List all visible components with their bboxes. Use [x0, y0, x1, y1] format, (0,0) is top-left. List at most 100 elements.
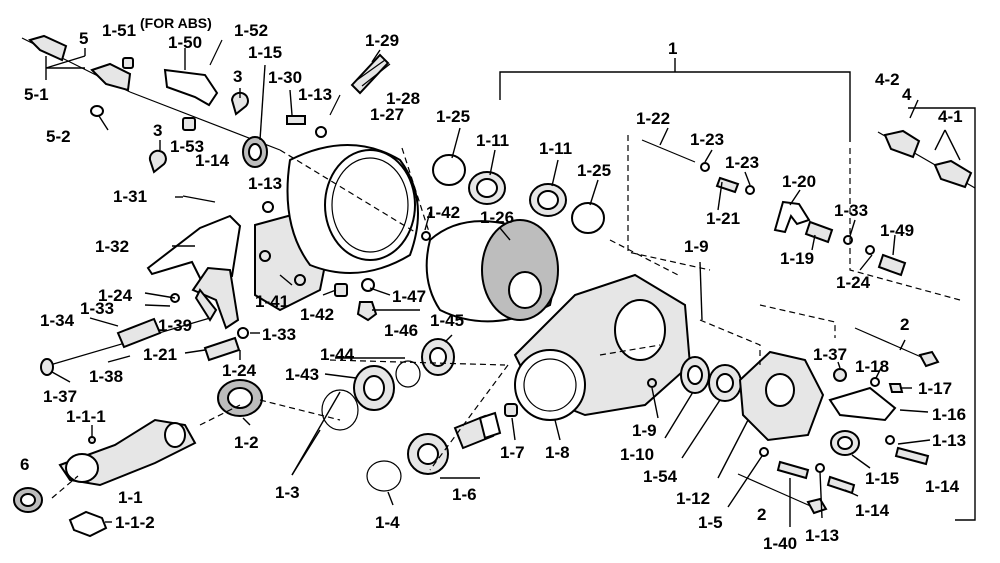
cover-1-16 [738, 350, 897, 456]
label-1-1-2: 1-1-2 [115, 513, 155, 532]
label-1-15-left: 1-15 [248, 43, 282, 62]
shaft-1-38 [40, 317, 249, 376]
label-1-42-top: 1-42 [426, 203, 460, 222]
label-1-22: 1-22 [636, 109, 670, 128]
bearings-right [680, 356, 742, 402]
label-1-18: 1-18 [855, 357, 889, 376]
label-1-42-bottom: 1-42 [300, 305, 334, 324]
label-1-11-right: 1-11 [539, 139, 572, 158]
label-1-9-bottom: 1-9 [632, 421, 657, 440]
ring-gear-1-26 [425, 219, 559, 323]
label-1-9-top: 1-9 [684, 237, 709, 256]
label-1-15-right: 1-15 [865, 469, 899, 488]
label-1-46: 1-46 [384, 321, 418, 340]
label-1-12: 1-12 [676, 489, 710, 508]
right-housing-1-8 [513, 273, 692, 421]
label-1-34: 1-34 [40, 311, 75, 330]
shift-fork-group [641, 139, 907, 277]
label-4: 4 [902, 85, 912, 104]
oil-seal-1-2 [217, 379, 263, 417]
label-1-14-right: 1-14 [925, 477, 960, 496]
label-1-25-right: 1-25 [577, 161, 611, 180]
label-1-54: 1-54 [643, 467, 678, 486]
label-1-4: 1-4 [375, 513, 400, 532]
bearings-top-center [432, 154, 605, 234]
label-1-28: 1-28 [386, 89, 420, 108]
bearing-group-left [321, 338, 455, 431]
label-1-51: 1-51 [102, 21, 136, 40]
axle-shaft-5 [21, 34, 281, 151]
label-1-31: 1-31 [113, 187, 147, 206]
label-1-38: 1-38 [89, 367, 123, 386]
label-1-13-mid: 1-13 [248, 174, 282, 193]
label-1: 1 [668, 39, 677, 58]
label-1-25-left: 1-25 [436, 107, 470, 126]
label-1-24-right: 1-24 [836, 273, 871, 292]
callout-labels: 1 2 2 3 3 4 4-1 4-2 5 5-1 5-2 6 1-1 1-1-… [20, 15, 966, 553]
label-1-10: 1-10 [620, 445, 654, 464]
label-1-17: 1-17 [918, 379, 952, 398]
label-1-13-right: 1-13 [932, 431, 966, 450]
label-1-33-left: 1-33 [80, 299, 114, 318]
label-1-24-left: 1-24 [98, 286, 133, 305]
left-housing-1-41 [254, 144, 419, 312]
label-1-7: 1-7 [500, 443, 525, 462]
stay-1-32 [146, 195, 242, 330]
pinion-group [366, 403, 518, 492]
label-1-40: 1-40 [763, 534, 797, 553]
assembly-1-bracket [499, 58, 976, 521]
label-5-1: 5-1 [24, 85, 49, 104]
label-2-top: 2 [900, 315, 909, 334]
label-1-49: 1-49 [880, 221, 914, 240]
label-1-6: 1-6 [452, 485, 477, 504]
label-4-2: 4-2 [875, 70, 900, 89]
label-1-27: 1-27 [370, 105, 404, 124]
label-1-23-right: 1-23 [725, 153, 759, 172]
label-1-13-bottom: 1-13 [805, 526, 839, 545]
label-1-32: 1-32 [95, 237, 129, 256]
label-for-abs: (FOR ABS) [140, 15, 212, 31]
label-1-24-mid: 1-24 [222, 361, 257, 380]
label-1-26: 1-26 [480, 208, 514, 227]
label-1-11-left: 1-11 [476, 131, 509, 150]
label-1-33-right: 1-33 [834, 201, 868, 220]
label-1-14-bottom: 1-14 [855, 501, 890, 520]
label-1-37-right: 1-37 [813, 345, 847, 364]
label-1-33-mid: 1-33 [262, 325, 296, 344]
label-1-19: 1-19 [780, 249, 814, 268]
axle-shaft-4 [877, 129, 976, 189]
label-1-20: 1-20 [782, 172, 816, 191]
label-1-41: 1-41 [255, 292, 289, 311]
label-1-43: 1-43 [285, 365, 319, 384]
label-1-14-left: 1-14 [195, 151, 230, 170]
leader-lines [45, 48, 961, 527]
label-1-3: 1-3 [275, 483, 300, 502]
label-1-23-left: 1-23 [690, 130, 724, 149]
label-4-1: 4-1 [938, 107, 963, 126]
label-1-53: 1-53 [170, 137, 204, 156]
label-1-45: 1-45 [430, 311, 464, 330]
label-1-21-top: 1-21 [706, 209, 740, 228]
label-1-16: 1-16 [932, 405, 966, 424]
label-1-8: 1-8 [545, 443, 570, 462]
label-1-29: 1-29 [365, 31, 399, 50]
label-1-37-left: 1-37 [43, 387, 77, 406]
label-1-52: 1-52 [234, 21, 268, 40]
small-parts-top-left [90, 39, 268, 174]
label-1-2: 1-2 [234, 433, 259, 452]
label-5-2: 5-2 [46, 127, 71, 146]
label-3-top: 3 [233, 67, 242, 86]
label-1-39: 1-39 [158, 316, 192, 335]
label-2-bottom: 2 [757, 505, 766, 524]
spring-1-29 [286, 53, 391, 138]
label-1-1: 1-1 [118, 488, 143, 507]
label-1-44: 1-44 [320, 345, 355, 364]
dashed-lines [51, 135, 961, 499]
propeller-joint-1-1 [13, 418, 197, 538]
label-1-50: 1-50 [168, 33, 202, 52]
label-1-13-top: 1-13 [298, 85, 332, 104]
label-3-left: 3 [153, 121, 162, 140]
label-6: 6 [20, 455, 29, 474]
